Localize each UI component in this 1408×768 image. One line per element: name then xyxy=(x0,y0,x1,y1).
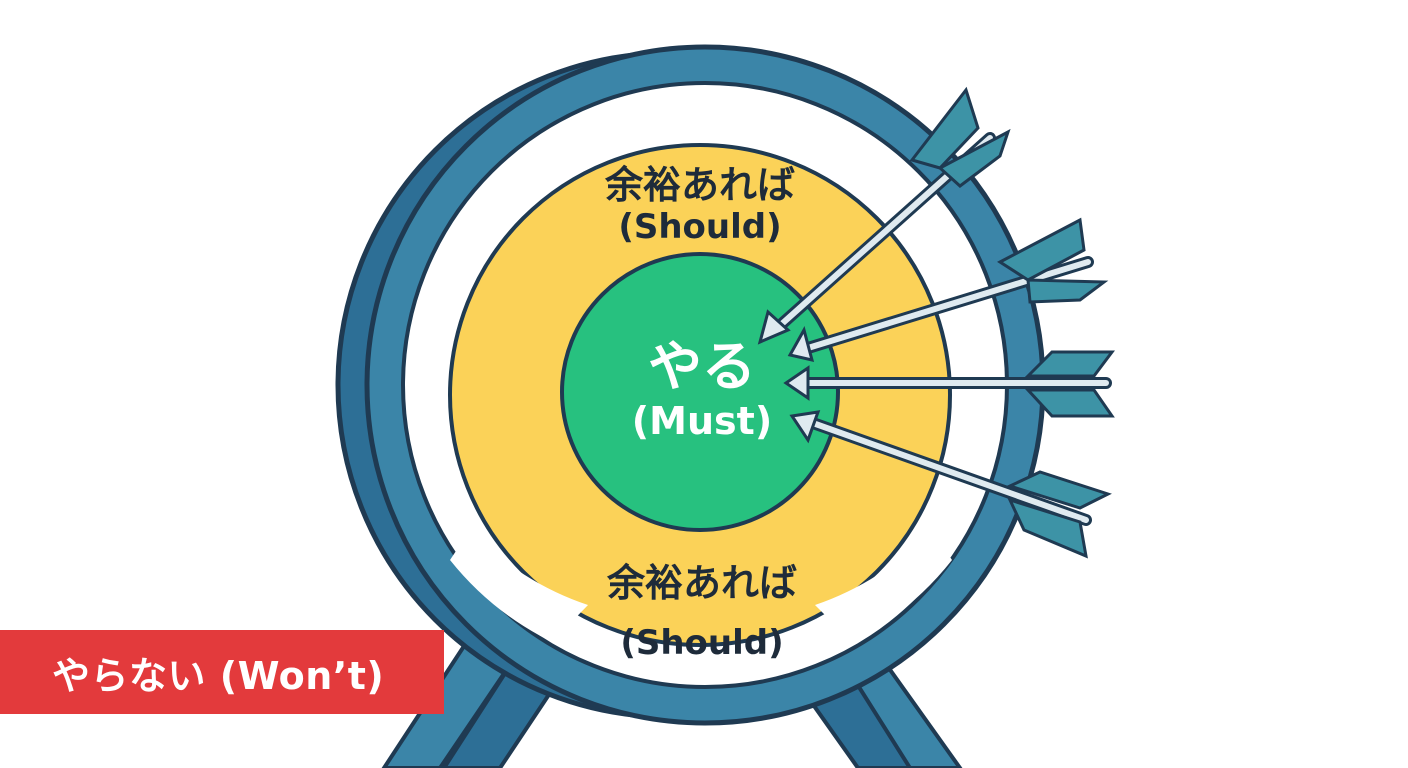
must-label-en: (Must) xyxy=(632,399,772,443)
should-bottom-label-en: (Should) xyxy=(620,623,783,663)
ring-gap-left xyxy=(450,530,588,642)
wont-label: やらない (Won’t) xyxy=(52,653,385,698)
arrow-icon xyxy=(787,217,1109,363)
arrow-icon xyxy=(789,410,1112,559)
should-top-label-en: (Should) xyxy=(618,207,781,247)
arrow-icon xyxy=(783,350,1115,418)
should-bottom-label-jp: 余裕あれば xyxy=(606,561,797,605)
arrows-group xyxy=(757,86,1115,559)
target-icon xyxy=(335,44,1046,726)
arrow-icon xyxy=(757,86,1011,345)
ring-gap-right xyxy=(815,530,952,642)
should-top-label-jp: 余裕あれば xyxy=(604,163,795,207)
wont-banner: やらない (Won’t) xyxy=(0,630,444,714)
must-label-jp: やる xyxy=(648,335,756,398)
